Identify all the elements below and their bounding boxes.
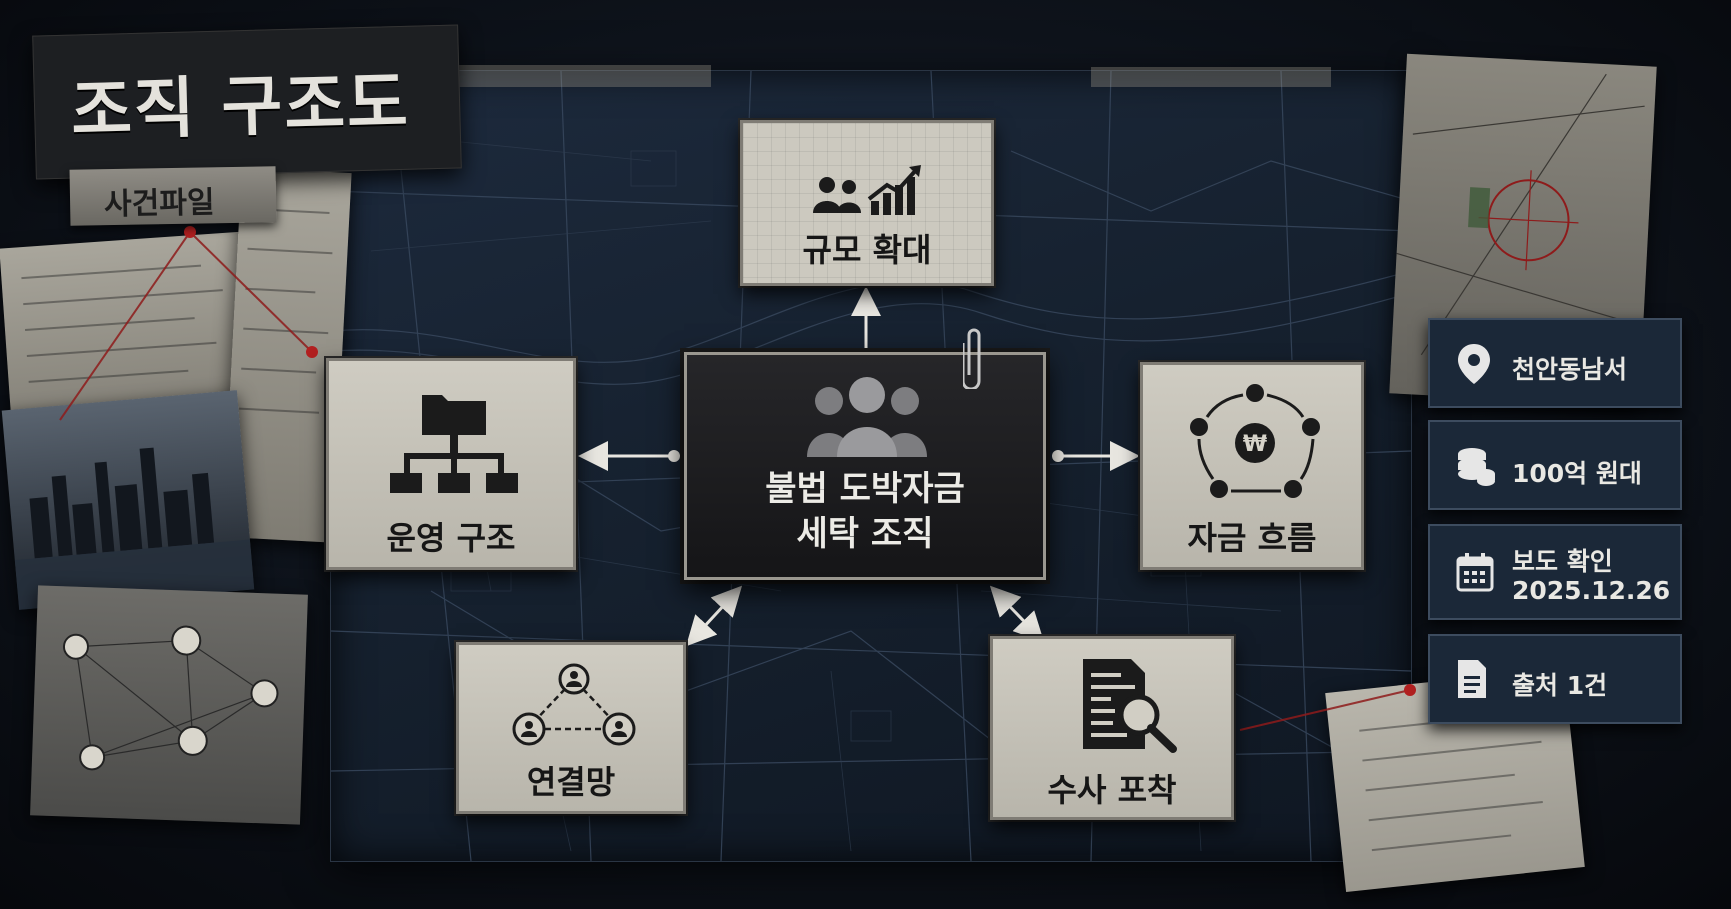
document-search-icon bbox=[1083, 659, 1177, 753]
node-operation-structure-label: 운영 구조 bbox=[386, 519, 516, 557]
case-file-tag: 사건파일 bbox=[69, 166, 277, 226]
coins-icon bbox=[1458, 448, 1495, 486]
svg-text:₩: ₩ bbox=[1243, 432, 1267, 457]
network-sketch bbox=[62, 625, 279, 771]
info-badge-date: 보도 확인 2025.12.26 bbox=[1428, 524, 1682, 620]
source-text: 출처 1건 bbox=[1512, 671, 1608, 700]
right-map-sketch bbox=[1396, 73, 1645, 356]
amount-text: 100억 원대 bbox=[1512, 459, 1642, 488]
case-file-label: 사건파일 bbox=[103, 185, 215, 223]
center-node-title-line2: 세탁 조직 bbox=[796, 514, 934, 554]
info-badge-source: 출처 1건 bbox=[1428, 634, 1682, 724]
node-network[interactable]: 연결망 bbox=[456, 642, 686, 814]
location-text: 천안동남서 bbox=[1512, 355, 1628, 384]
report-confirm-text: 보도 확인 bbox=[1512, 547, 1613, 576]
network-sketch-paper bbox=[30, 585, 308, 825]
paperclip-icon bbox=[963, 328, 981, 389]
center-node-title-line1: 불법 도박자금 bbox=[765, 469, 965, 509]
location-pin-icon bbox=[1458, 344, 1490, 384]
node-fund-flow[interactable]: ₩ 자금 흐름 bbox=[1140, 362, 1364, 570]
pushpin-icon bbox=[306, 346, 318, 358]
tape-strip bbox=[1091, 67, 1331, 87]
info-badge-amount: 100억 원대 bbox=[1428, 420, 1682, 510]
document-icon bbox=[1458, 660, 1486, 698]
right-map-paper bbox=[1389, 53, 1657, 407]
node-scale-expansion[interactable]: 규모 확대 bbox=[740, 120, 994, 286]
node-investigation-label: 수사 포착 bbox=[1047, 771, 1177, 809]
node-operation-structure[interactable]: 운영 구조 bbox=[326, 358, 576, 570]
calendar-icon bbox=[1456, 553, 1494, 592]
group-silhouette-icon bbox=[807, 377, 927, 457]
node-network-label: 연결망 bbox=[526, 763, 616, 801]
center-node[interactable]: 불법 도박자금 세탁 조직 bbox=[684, 328, 1046, 580]
node-fund-flow-label: 자금 흐름 bbox=[1187, 519, 1317, 557]
page-title: 조직 구조도 bbox=[70, 63, 411, 150]
node-investigation[interactable]: 수사 포착 bbox=[990, 636, 1234, 820]
won-cycle-icon: ₩ bbox=[1190, 384, 1320, 498]
node-scale-expansion-label: 규모 확대 bbox=[802, 231, 932, 269]
info-badge-location: 천안동남서 bbox=[1428, 318, 1682, 408]
people-growth-icon bbox=[813, 165, 921, 215]
pushpin-icon bbox=[184, 226, 196, 238]
report-date-text: 2025.12.26 bbox=[1512, 576, 1671, 605]
tape-strip bbox=[451, 65, 711, 87]
pushpin-icon bbox=[1404, 684, 1416, 696]
center-node-label: 불법 도박자금 세탁 조직 bbox=[687, 467, 1043, 557]
network-icon bbox=[512, 663, 636, 746]
title-block: 조직 구조도 bbox=[32, 24, 462, 180]
folder-hierarchy-icon bbox=[390, 395, 518, 493]
